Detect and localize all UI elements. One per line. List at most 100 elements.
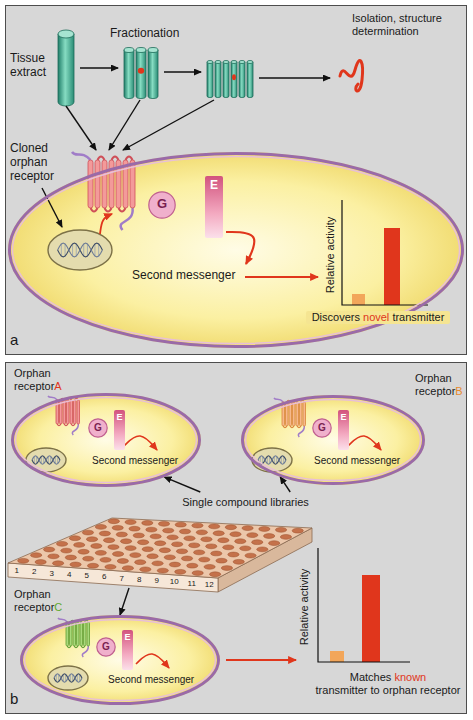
text-label: C bbox=[54, 601, 62, 613]
shape-path bbox=[58, 243, 103, 257]
shape-ellipse bbox=[247, 61, 253, 64]
bar-chart bbox=[342, 200, 428, 305]
text-label: A bbox=[54, 380, 61, 392]
shape-ellipse bbox=[164, 555, 175, 560]
label-group: Orphan receptorC bbox=[14, 588, 68, 613]
shape-line bbox=[98, 244, 99, 256]
drawing bbox=[8, 30, 464, 705]
label-group: Relative activity bbox=[298, 569, 311, 645]
text-label: Orphan receptor bbox=[14, 367, 54, 392]
shape-circle bbox=[89, 419, 107, 437]
shape-ellipse bbox=[209, 524, 220, 529]
shape-ellipse bbox=[169, 562, 180, 567]
shape-line bbox=[87, 244, 88, 256]
shape-ellipse bbox=[146, 527, 157, 532]
text-label: Tissue extract bbox=[10, 51, 46, 79]
shape-path bbox=[112, 157, 119, 161]
shape-ellipse bbox=[231, 61, 237, 64]
shape-path bbox=[342, 200, 428, 305]
shape-ellipse bbox=[257, 547, 268, 552]
shape-path bbox=[231, 62, 237, 98]
shape-ellipse bbox=[86, 537, 97, 542]
shape-ellipse bbox=[259, 527, 270, 532]
shape-ellipse bbox=[65, 555, 76, 560]
shape-rect bbox=[88, 160, 93, 208]
shape-ellipse bbox=[138, 68, 144, 74]
label-group: 9 bbox=[150, 576, 164, 585]
arrow bbox=[80, 67, 118, 68]
shape-ellipse bbox=[48, 554, 59, 559]
shape-ellipse bbox=[10, 154, 463, 347]
label-group: 11 bbox=[185, 579, 199, 588]
node-label: G bbox=[88, 422, 108, 434]
shape-path bbox=[239, 62, 245, 98]
column-number: 6 bbox=[102, 572, 106, 581]
shape-path bbox=[72, 424, 78, 435]
node-label: E bbox=[205, 179, 223, 193]
arrow bbox=[100, 214, 112, 234]
shape-path bbox=[58, 618, 67, 622]
text-label: Discovers bbox=[312, 311, 360, 323]
fraction-tube bbox=[239, 61, 245, 98]
shape-ellipse bbox=[105, 565, 116, 570]
shape-ellipse bbox=[199, 557, 210, 562]
shape-ellipse bbox=[172, 542, 183, 547]
shape-ellipse bbox=[100, 557, 111, 562]
arrow bbox=[136, 654, 169, 668]
shape-path bbox=[58, 34, 74, 106]
shape-rect bbox=[330, 651, 344, 662]
shape-ellipse bbox=[103, 538, 114, 543]
shape-rect bbox=[95, 160, 100, 208]
figure-panel: bSecond messengerGESecond messengerGESin… bbox=[5, 362, 467, 714]
cell-body bbox=[8, 152, 464, 348]
shape-path bbox=[274, 398, 283, 402]
shape-rect bbox=[87, 622, 90, 646]
shape-ellipse bbox=[70, 562, 81, 567]
shape-path bbox=[32, 456, 60, 464]
shape-ellipse bbox=[252, 540, 263, 545]
shape-ellipse bbox=[13, 157, 460, 344]
column-number: 8 bbox=[137, 575, 141, 584]
shape-ellipse bbox=[150, 534, 161, 539]
shape-rect bbox=[303, 402, 306, 426]
fraction-tube bbox=[223, 61, 229, 98]
g-protein: G bbox=[88, 418, 108, 438]
arrow bbox=[123, 100, 214, 150]
node-label: Second messenger bbox=[314, 455, 400, 467]
shape-ellipse bbox=[35, 560, 46, 565]
shape-rect bbox=[77, 622, 80, 646]
arrow bbox=[226, 232, 254, 264]
shape-ellipse bbox=[116, 532, 127, 537]
text-label: Orphan receptor bbox=[415, 372, 455, 397]
node-label: G bbox=[312, 422, 332, 434]
shape-ellipse bbox=[56, 541, 67, 546]
shape-ellipse bbox=[95, 524, 106, 529]
text-label: Fractionation bbox=[110, 26, 179, 40]
shape-ellipse bbox=[228, 552, 239, 557]
shape-ellipse bbox=[179, 529, 190, 534]
shape-rect bbox=[70, 400, 73, 424]
node-label: E bbox=[114, 412, 125, 422]
node-label: Second messenger bbox=[108, 674, 194, 686]
shape-rect bbox=[77, 400, 80, 424]
column-number: 4 bbox=[67, 570, 71, 579]
column-number: 5 bbox=[85, 571, 89, 580]
fraction-tube bbox=[231, 61, 237, 98]
shape-path bbox=[223, 62, 229, 98]
shape-ellipse bbox=[207, 61, 213, 64]
g-protein: G bbox=[148, 191, 176, 219]
shape-ellipse bbox=[223, 61, 229, 64]
arrow bbox=[66, 106, 96, 150]
shape-ellipse bbox=[133, 533, 144, 538]
shape-ellipse bbox=[176, 549, 187, 554]
effector-enzyme: E bbox=[114, 410, 125, 450]
label-group: Isolation, structure determination bbox=[352, 12, 464, 37]
label-group: 8 bbox=[132, 575, 146, 584]
shape-path bbox=[298, 426, 304, 437]
arrow bbox=[348, 436, 381, 450]
effector-enzyme: E bbox=[338, 410, 349, 450]
